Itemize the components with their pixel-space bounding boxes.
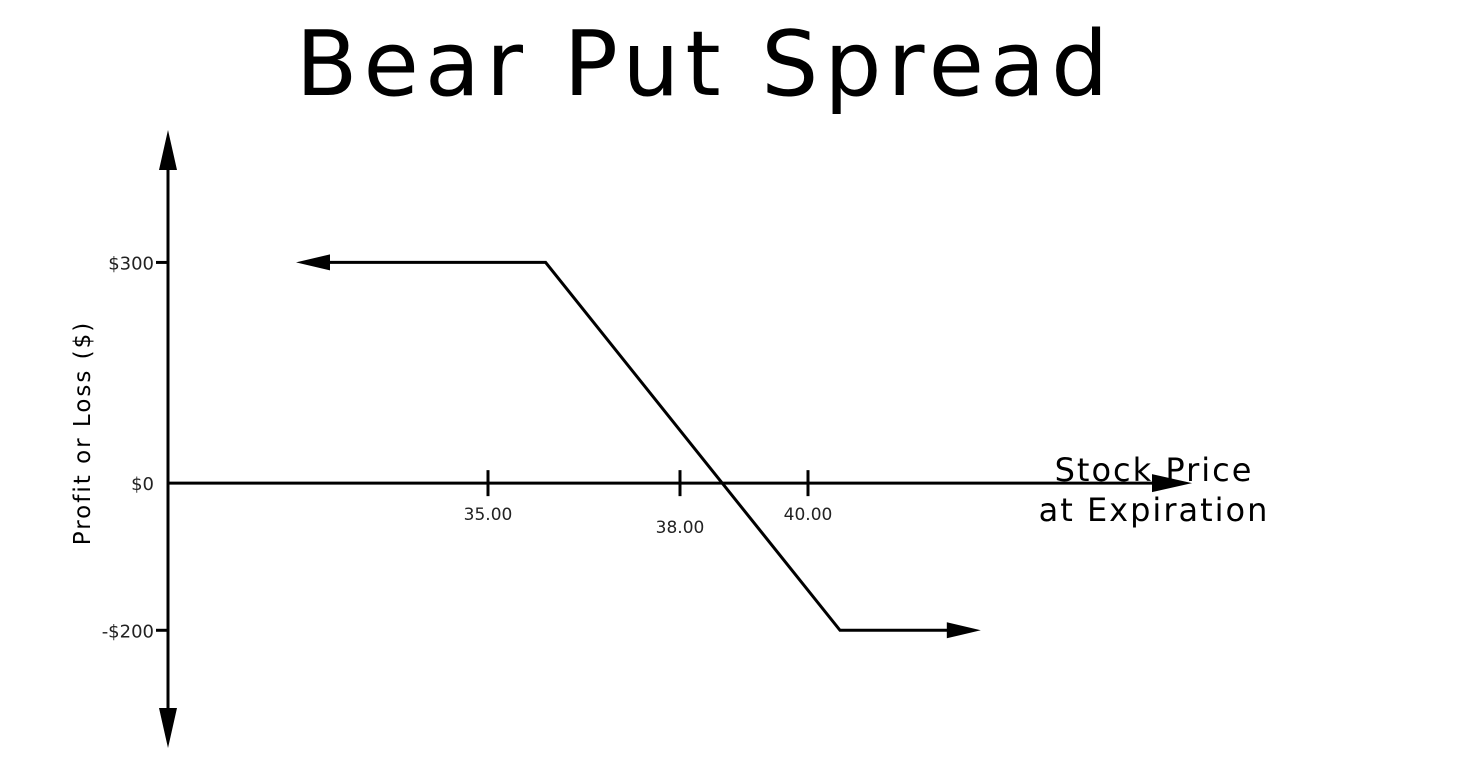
x-axis-arrow-right	[1152, 474, 1192, 493]
payoff-arrow-right	[946, 622, 981, 639]
y-tick-label: -$200	[102, 621, 154, 642]
x-axis-title-line-1: Stock Price	[1055, 451, 1254, 489]
x-tick-label: 38.00	[656, 518, 705, 538]
y-axis-arrow-up	[159, 130, 177, 170]
x-tick-label: 35.00	[464, 505, 513, 525]
y-tick-label: $0	[131, 474, 154, 495]
x-tick-label: 40.00	[784, 505, 833, 525]
y-axis-title: Profit or Loss ($)	[70, 321, 96, 545]
y-tick-label: $300	[108, 253, 154, 274]
ticks: 35.00 38.00 40.00 $300 $0 -$200	[102, 253, 833, 642]
x-axis-title-line-2: at Expiration	[1039, 491, 1270, 529]
payoff-arrow-left	[296, 254, 330, 271]
axes	[159, 130, 1192, 748]
payoff-line	[328, 260, 949, 632]
series-layer	[296, 254, 981, 639]
chart-title: Bear Put Spread	[296, 12, 1114, 117]
y-axis-arrow-down	[159, 708, 177, 748]
